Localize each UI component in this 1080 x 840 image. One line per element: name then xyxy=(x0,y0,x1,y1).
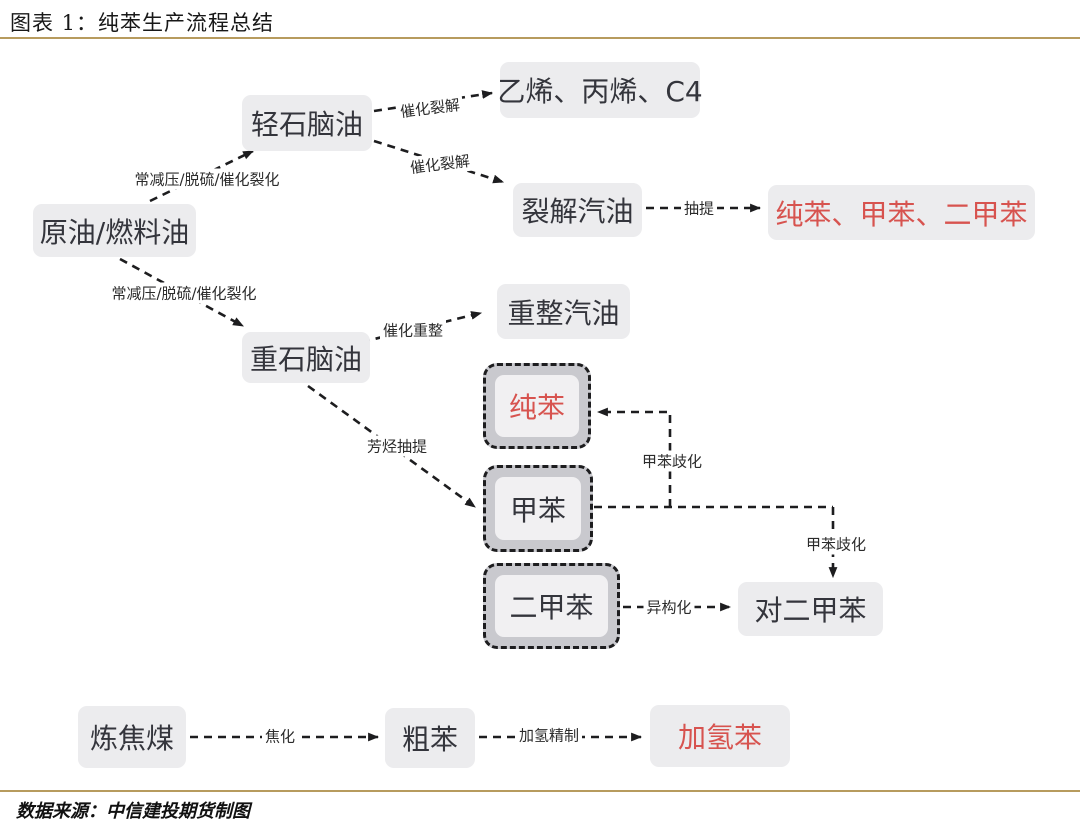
node-label: 裂解汽油 xyxy=(521,195,634,228)
edge-label-coking: 焦化 xyxy=(261,725,299,747)
node-light-naphtha: 轻石脑油 xyxy=(242,95,372,151)
edge-label-distill-2: 常减压/脱硫/催化裂化 xyxy=(108,282,260,304)
edge-label-aromatic-extract: 芳烃抽提 xyxy=(363,435,431,457)
node-label: 粗苯 xyxy=(401,723,458,756)
node-crude-oil: 原油/燃料油 xyxy=(33,204,196,257)
data-source-note: 数据来源：中信建投期货制图 xyxy=(16,801,250,822)
node-toluene: 甲苯 xyxy=(483,465,593,552)
edge-label-cat-reforming: 催化重整 xyxy=(379,319,447,341)
node-cracked-gasoline: 裂解汽油 xyxy=(513,183,642,237)
node-benzene: 纯苯 xyxy=(483,363,591,449)
edge-label-hydro-refining: 加氢精制 xyxy=(515,724,583,746)
edge-label-toluene-disprop-2: 甲苯歧化 xyxy=(802,533,870,555)
node-reformed-gasoline: 重整汽油 xyxy=(497,284,630,339)
node-label: 对二甲苯 xyxy=(754,594,867,627)
node-label: 重石脑油 xyxy=(249,342,362,376)
node-label: 炼焦煤 xyxy=(89,722,174,755)
node-olefins: 乙烯、丙烯、C4 xyxy=(497,62,703,118)
node-label: 原油/燃料油 xyxy=(39,215,190,249)
node-xylene: 二甲苯 xyxy=(483,563,620,649)
node-coking-coal: 炼焦煤 xyxy=(78,706,186,768)
node-para-xylene: 对二甲苯 xyxy=(738,582,883,636)
figure-title: 图表 1：纯苯生产流程总结 xyxy=(10,11,275,35)
node-label: 重整汽油 xyxy=(507,296,620,330)
footer-divider xyxy=(0,790,1080,792)
node-heavy-naphtha: 重石脑油 xyxy=(242,332,370,383)
node-label: 轻石脑油 xyxy=(250,108,363,141)
arrow-toluene-to-benzene xyxy=(596,407,672,507)
edge-label-isomerization: 异构化 xyxy=(643,596,695,618)
node-label: 纯苯 xyxy=(495,375,579,437)
node-label: 乙烯、丙烯、C4 xyxy=(497,75,703,108)
edge-label-distill-1: 常减压/脱硫/催化裂化 xyxy=(131,168,283,190)
arrow-light-naphtha-to-cracked-gasoline xyxy=(373,139,505,184)
edge-label-extraction: 抽提 xyxy=(680,197,718,219)
node-hydro-benzene: 加氢苯 xyxy=(650,705,790,767)
header-divider xyxy=(0,37,1080,39)
node-crude-benzene: 粗苯 xyxy=(385,708,475,768)
node-label: 二甲苯 xyxy=(495,575,608,637)
node-label: 加氢苯 xyxy=(677,721,762,754)
edge-label-toluene-disprop-1: 甲苯歧化 xyxy=(638,450,706,472)
node-label: 甲苯 xyxy=(495,477,581,540)
node-label: 纯苯、甲苯、二甲苯 xyxy=(775,197,1028,231)
node-extraction-products: 纯苯、甲苯、二甲苯 xyxy=(768,185,1035,240)
